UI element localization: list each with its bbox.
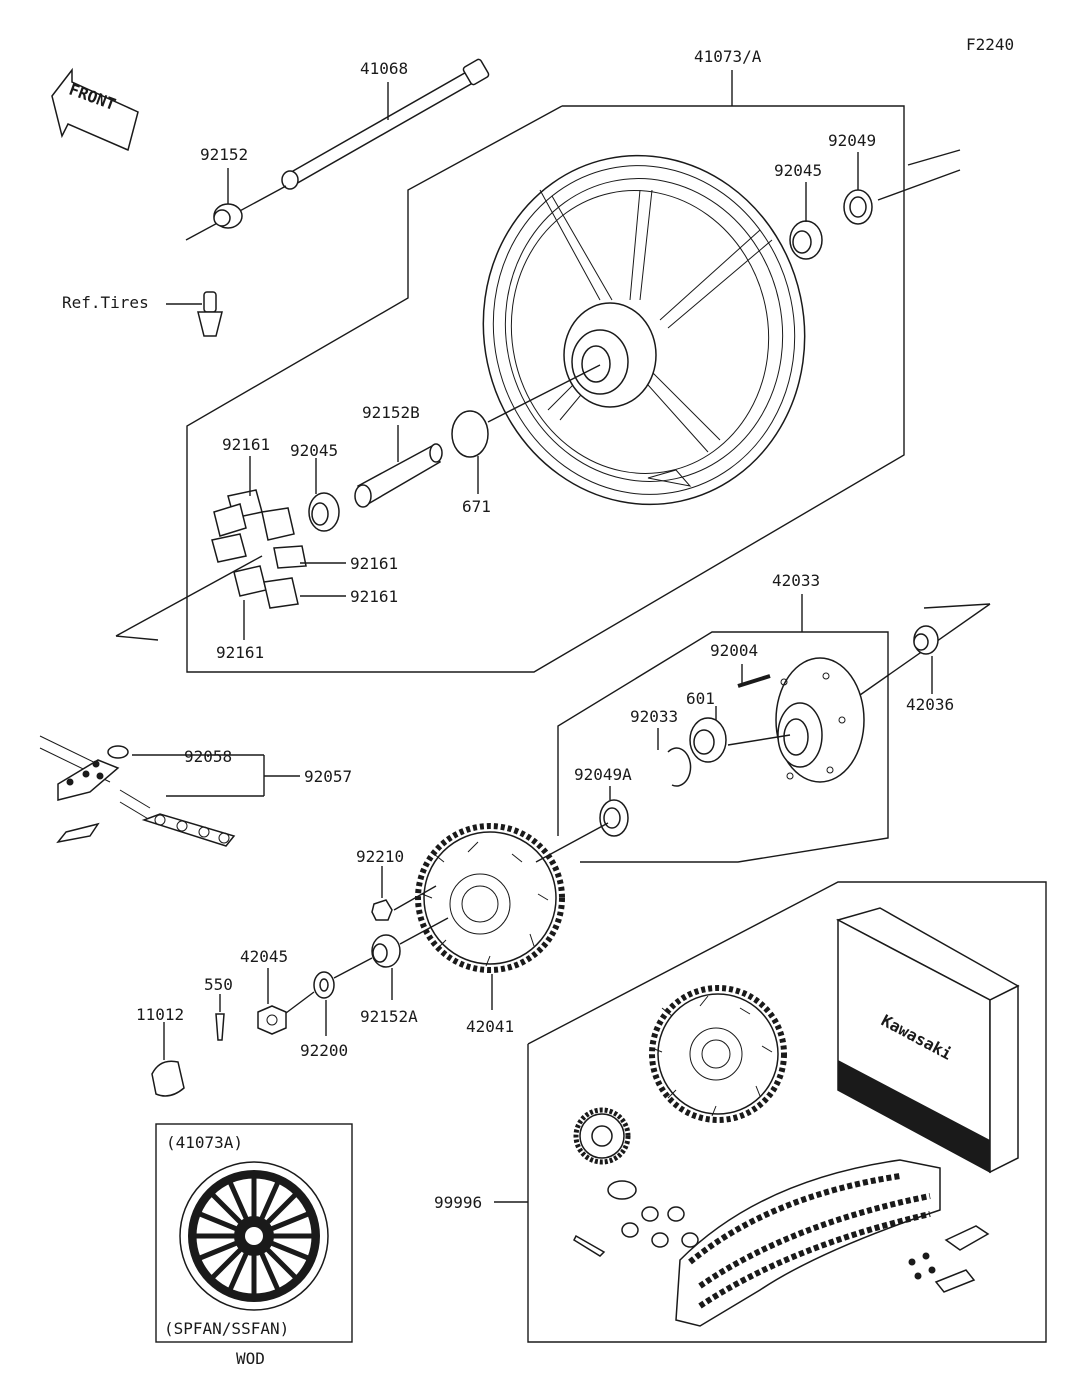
damper-rubbers	[211, 489, 307, 609]
label-valve: Ref.Tires	[62, 293, 149, 312]
oring	[451, 410, 489, 458]
front-arrow-icon: FRONT	[51, 67, 139, 152]
label-circlip: 92033	[630, 707, 678, 726]
label-sprocket: 42041	[466, 1017, 514, 1036]
coupling-collar	[913, 625, 939, 655]
chain-link-kit	[39, 735, 129, 844]
label-coupling-bearing: 601	[686, 689, 715, 708]
label-chain: 92057	[304, 767, 352, 786]
collar-center	[354, 443, 443, 508]
coupling-frame	[557, 631, 889, 863]
coupling-seal	[599, 799, 629, 837]
sprocket-nut	[371, 899, 393, 921]
kit-box: Kawasaki	[835, 907, 1020, 1174]
label-sprocket-nut: 92210	[356, 847, 404, 866]
collar-rear	[371, 934, 401, 968]
coupling-bearing	[689, 717, 727, 763]
axle	[281, 58, 490, 190]
inset-bottom-label: (SPFAN/SSFAN)	[164, 1319, 289, 1338]
label-coupling-collar: 42036	[906, 695, 954, 714]
kit-sprocket	[649, 985, 787, 1123]
inset-top-label: (41073A)	[166, 1133, 243, 1152]
label-coupling: 42033	[772, 571, 820, 590]
inset-caption: WOD	[236, 1349, 265, 1368]
label-axle: 41068	[360, 59, 408, 78]
label-axle-nut: 42045	[240, 947, 288, 966]
label-damper-top: 92161	[222, 435, 270, 454]
label-cotter-pin: 550	[204, 975, 233, 994]
label-collar-rear: 92152A	[360, 1007, 418, 1026]
kit-chain	[675, 1159, 941, 1327]
inset-frame	[155, 1123, 353, 1343]
bearing-left	[308, 492, 340, 532]
axle-nut	[257, 1005, 287, 1035]
label-damper-bottom: 92161	[216, 643, 264, 662]
axle-cap	[151, 1060, 185, 1097]
circlip	[667, 747, 692, 787]
label-stud: 92004	[710, 641, 758, 660]
rear-sprocket	[415, 823, 565, 973]
collar-left	[213, 203, 243, 229]
label-seal-right: 92049	[828, 131, 876, 150]
label-wheel: 41073/A	[694, 47, 762, 66]
label-collar-center: 92152B	[362, 403, 420, 422]
label-oring: 671	[462, 497, 491, 516]
label-cap: 11012	[136, 1005, 184, 1024]
kit-chain-link	[908, 1225, 990, 1293]
label-collar-left: 92152	[200, 145, 248, 164]
label-coupling-seal: 92049A	[574, 765, 632, 784]
label-kit: 99996	[434, 1193, 482, 1212]
inset-wheel	[179, 1161, 329, 1311]
chain-segment	[119, 789, 236, 847]
label-damper-mid: 92161	[350, 554, 398, 573]
kit-nuts	[607, 1180, 699, 1248]
washer	[313, 971, 335, 999]
seal-right	[843, 189, 873, 225]
coupling-hub	[775, 657, 865, 783]
rear-wheel	[482, 154, 806, 506]
label-bearing-left: 92045	[290, 441, 338, 460]
cotter-pin	[215, 1013, 225, 1041]
kit-frame	[527, 881, 1047, 1343]
figure-code: F2240	[966, 35, 1014, 54]
bearing-right	[789, 220, 823, 260]
valve-icon	[197, 291, 223, 337]
kit-cotter-pin	[573, 1234, 606, 1257]
label-washer: 92200	[300, 1041, 348, 1060]
label-damper-low: 92161	[350, 587, 398, 606]
label-bearing-right: 92045	[774, 161, 822, 180]
wheel-frame	[186, 105, 905, 673]
kit-front-sprocket	[573, 1107, 631, 1165]
stud	[737, 674, 771, 688]
label-chain-link: 92058	[184, 747, 232, 766]
